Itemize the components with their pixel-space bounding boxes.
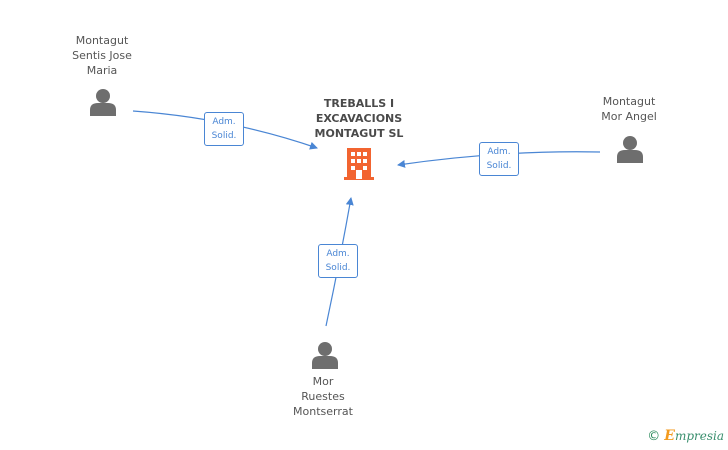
edge-label-line: Adm. — [212, 117, 236, 127]
person-icon[interactable] — [312, 342, 338, 369]
person-name-p3[interactable]: Mor Ruestes Montserrat — [293, 374, 353, 419]
person-icon[interactable] — [90, 89, 116, 116]
company-name-line: MONTAGUT SL — [314, 127, 404, 140]
person-name-line: Mor Angel — [601, 110, 657, 123]
brand-logo: Empresia — [664, 428, 724, 444]
edge-label-line: Solid. — [325, 263, 351, 273]
edge-label-line: Solid. — [486, 161, 512, 171]
person-name-line: Ruestes — [301, 390, 345, 403]
company-name[interactable]: TREBALLS I EXCAVACIONS MONTAGUT SL — [315, 96, 404, 141]
company-name-line: EXCAVACIONS — [315, 112, 403, 125]
edge-label-line: Adm. — [487, 147, 511, 157]
person-icon[interactable] — [617, 136, 643, 163]
edge-label-line: Adm. — [326, 249, 350, 259]
person-name-line: Montagut — [75, 34, 129, 47]
edge-label-p2[interactable]: Adm. Solid. — [479, 142, 519, 176]
building-icon[interactable] — [344, 148, 374, 180]
company-name-line: TREBALLS I — [323, 97, 395, 110]
person-name-p2[interactable]: Montagut Mor Angel — [601, 94, 657, 124]
person-name-line: Montserrat — [293, 405, 353, 418]
edge-label-p1[interactable]: Adm. Solid. — [204, 112, 244, 146]
brand-logo-initial: E — [664, 428, 675, 444]
person-name-line: Montagut — [602, 95, 656, 108]
edge-label-p3[interactable]: Adm. Solid. — [318, 244, 358, 278]
person-name-p1[interactable]: Montagut Sentis Jose Maria — [72, 33, 132, 78]
copyright-symbol: © — [647, 428, 661, 444]
brand-logo-text: mpresia — [674, 429, 724, 443]
brand-footer[interactable]: © Empresia — [647, 428, 724, 444]
edge-label-line: Solid. — [211, 131, 237, 141]
person-name-line: Mor — [312, 375, 334, 388]
person-name-line: Maria — [86, 64, 118, 77]
person-name-line: Sentis Jose — [72, 49, 132, 62]
